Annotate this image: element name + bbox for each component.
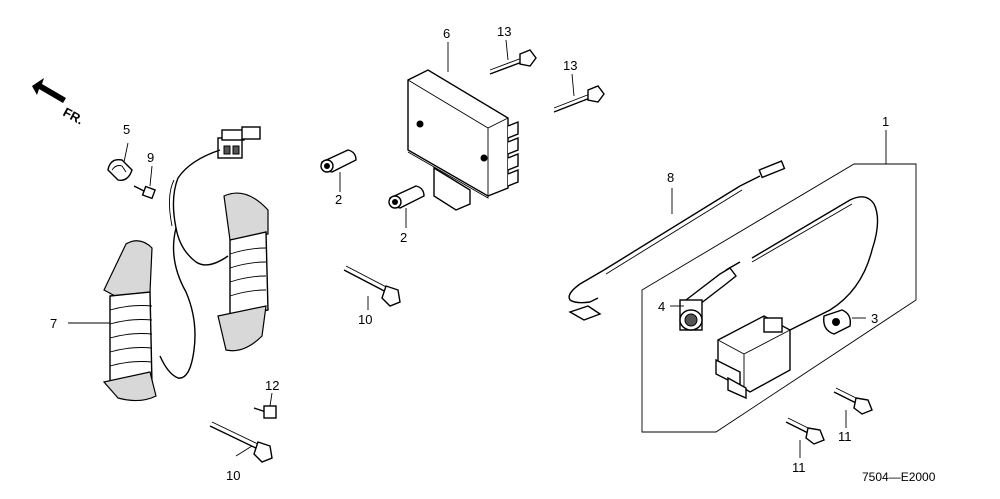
regulator-part [407, 42, 519, 211]
callout-13-right: 13 [563, 58, 577, 73]
diagram-code: 7504—E2000 [862, 470, 936, 484]
cable-clip-part [107, 142, 133, 181]
callout-3: 3 [871, 311, 878, 326]
callout-10-middle: 10 [358, 312, 372, 327]
bolt-13-left-part [489, 39, 537, 75]
callout-2-lower: 2 [400, 230, 407, 245]
front-direction-arrow: FR. [32, 78, 86, 127]
callout-5: 5 [123, 122, 130, 137]
collar-upper-part [320, 149, 357, 192]
bolt-9-part [133, 165, 156, 200]
callout-1: 1 [882, 114, 889, 129]
bolt-10-middle-part [343, 265, 401, 310]
callout-9: 9 [147, 150, 154, 165]
callout-10-lower: 10 [226, 468, 240, 483]
bolt-11-right-part [833, 387, 873, 428]
charge-coil-part [102, 126, 269, 402]
grommet-part [823, 309, 866, 335]
bolt-10-lower-part [209, 421, 273, 463]
callout-4: 4 [658, 299, 665, 314]
callout-6: 6 [443, 26, 450, 41]
callout-12: 12 [265, 378, 279, 393]
callout-11-right: 11 [838, 429, 852, 444]
callout-13-left: 13 [497, 24, 511, 39]
callout-8: 8 [667, 170, 674, 185]
front-direction-label: FR. [61, 104, 87, 127]
ignition-assembly-outline [641, 163, 917, 433]
ignition-coil-part [715, 196, 879, 400]
collar-lower-part [388, 185, 425, 228]
bolt-12-part [253, 392, 277, 419]
stop-wire-part [568, 160, 786, 321]
bolt-11-left-part [785, 417, 825, 458]
callout-7: 7 [50, 316, 57, 331]
bolt-13-right-part [553, 73, 605, 113]
callout-2-upper: 2 [335, 192, 342, 207]
plug-cap-part [670, 261, 741, 331]
callout-11-left: 11 [792, 460, 806, 475]
